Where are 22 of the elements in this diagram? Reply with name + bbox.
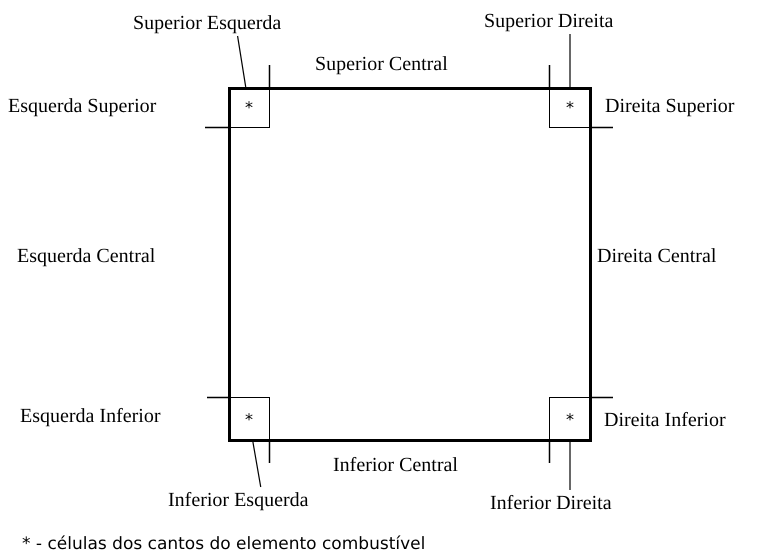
position-label: Inferior Central	[333, 453, 458, 477]
leader-line	[569, 34, 571, 87]
corner-cell: *	[228, 87, 270, 128]
position-label: Esquerda Inferior	[20, 404, 160, 428]
corner-label: Inferior Esquerda	[168, 487, 358, 513]
corner-label: Superior Esquerda	[133, 10, 338, 36]
position-label: Esquerda Superior	[8, 94, 156, 118]
corner-label: Inferior Direita	[490, 490, 650, 516]
position-label: Superior Central	[315, 52, 448, 76]
position-label: Direita Superior	[605, 94, 734, 118]
leader-line	[569, 442, 571, 490]
leader-line	[236, 36, 246, 88]
corner-cell: *	[549, 397, 591, 442]
fuel-element-outline	[228, 87, 592, 442]
legend-note: * - células dos cantos do elemento combustível	[22, 533, 426, 554]
corner-cell: *	[228, 397, 270, 442]
position-label: Esquerda Central	[17, 244, 156, 268]
leader-line	[252, 442, 262, 488]
position-label: Direita Central	[597, 244, 716, 268]
position-label: Direita Inferior	[604, 408, 726, 432]
corner-cell: *	[549, 87, 591, 128]
corner-label: Superior Direita	[484, 8, 656, 34]
